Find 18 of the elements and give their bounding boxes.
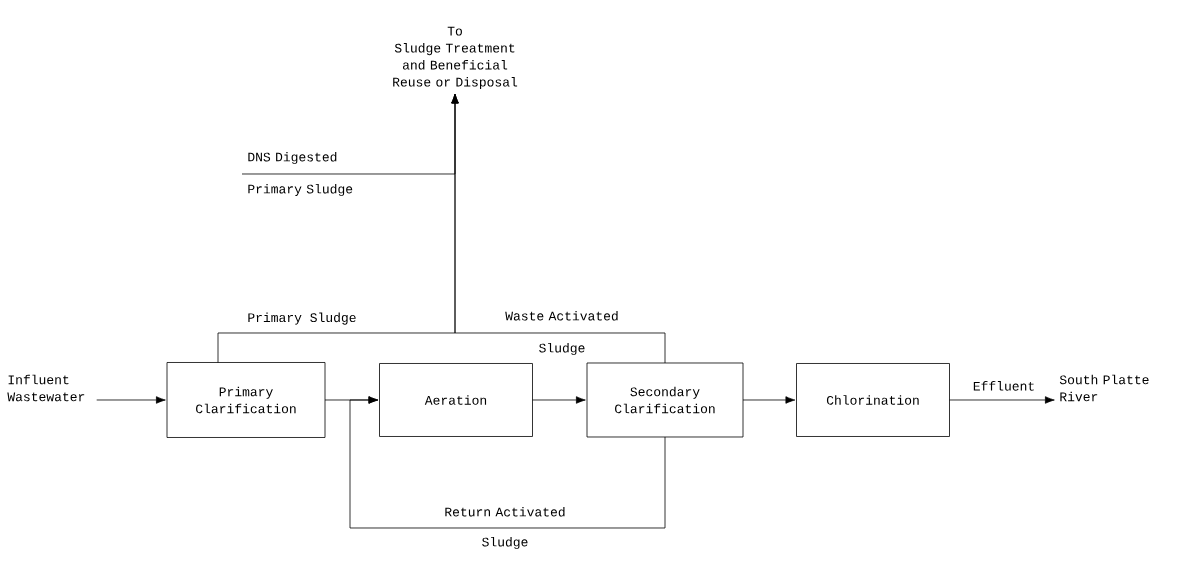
edge-label: Return Activated Sludge	[445, 506, 565, 550]
process-box: Aeration	[379, 363, 533, 437]
arrow	[451, 93, 666, 364]
process-box: Primary Clarification	[166, 362, 326, 438]
arrow	[96, 396, 166, 404]
process-box: Chlorination	[796, 363, 950, 437]
source-label: Influent Wastewater	[7, 374, 85, 402]
edge-label: Effluent	[973, 381, 1034, 391]
arrow	[349, 396, 666, 529]
destination-label: South Platte River	[1059, 374, 1149, 402]
arrow	[949, 396, 1055, 404]
arrow	[532, 396, 586, 404]
edge-label: Primary Sludge	[248, 312, 356, 325]
edge-label: DNS Digested Primary Sludge	[248, 151, 353, 197]
destination-label: To Sludge Treatment and Beneficial Reuse or Disposal	[393, 26, 518, 90]
process-box: Secondary Clarification	[586, 362, 744, 438]
edge-label: Waste Activated Sludge	[505, 310, 618, 356]
arrow	[742, 396, 796, 404]
